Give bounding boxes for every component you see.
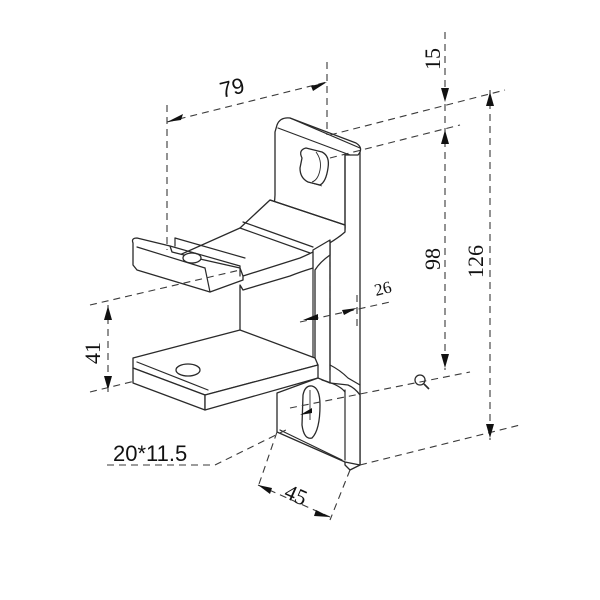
bracket-part: [131, 117, 362, 471]
dim-top-offset: 15: [420, 48, 445, 70]
lower-arm-hole: [175, 363, 201, 377]
dim-arm-spacing: 41: [80, 342, 105, 364]
upper-tab-hole: [299, 147, 330, 186]
upper-arm-hole: [182, 252, 202, 264]
dimension-lines: [89, 32, 521, 521]
dim-top-arm-depth: 79: [217, 73, 247, 103]
center-web: [239, 239, 331, 361]
dim-slot-center-height: 98: [420, 248, 445, 270]
dim-base-width: 45: [281, 479, 311, 511]
arrowheads: [104, 82, 494, 517]
magnifier-icon: [414, 374, 430, 390]
dim-slot-size: 20*11.5: [113, 441, 187, 466]
dim-web-thickness: 26: [372, 277, 393, 300]
dim-total-height: 126: [463, 245, 488, 278]
upper-arm-lip: [131, 237, 244, 293]
